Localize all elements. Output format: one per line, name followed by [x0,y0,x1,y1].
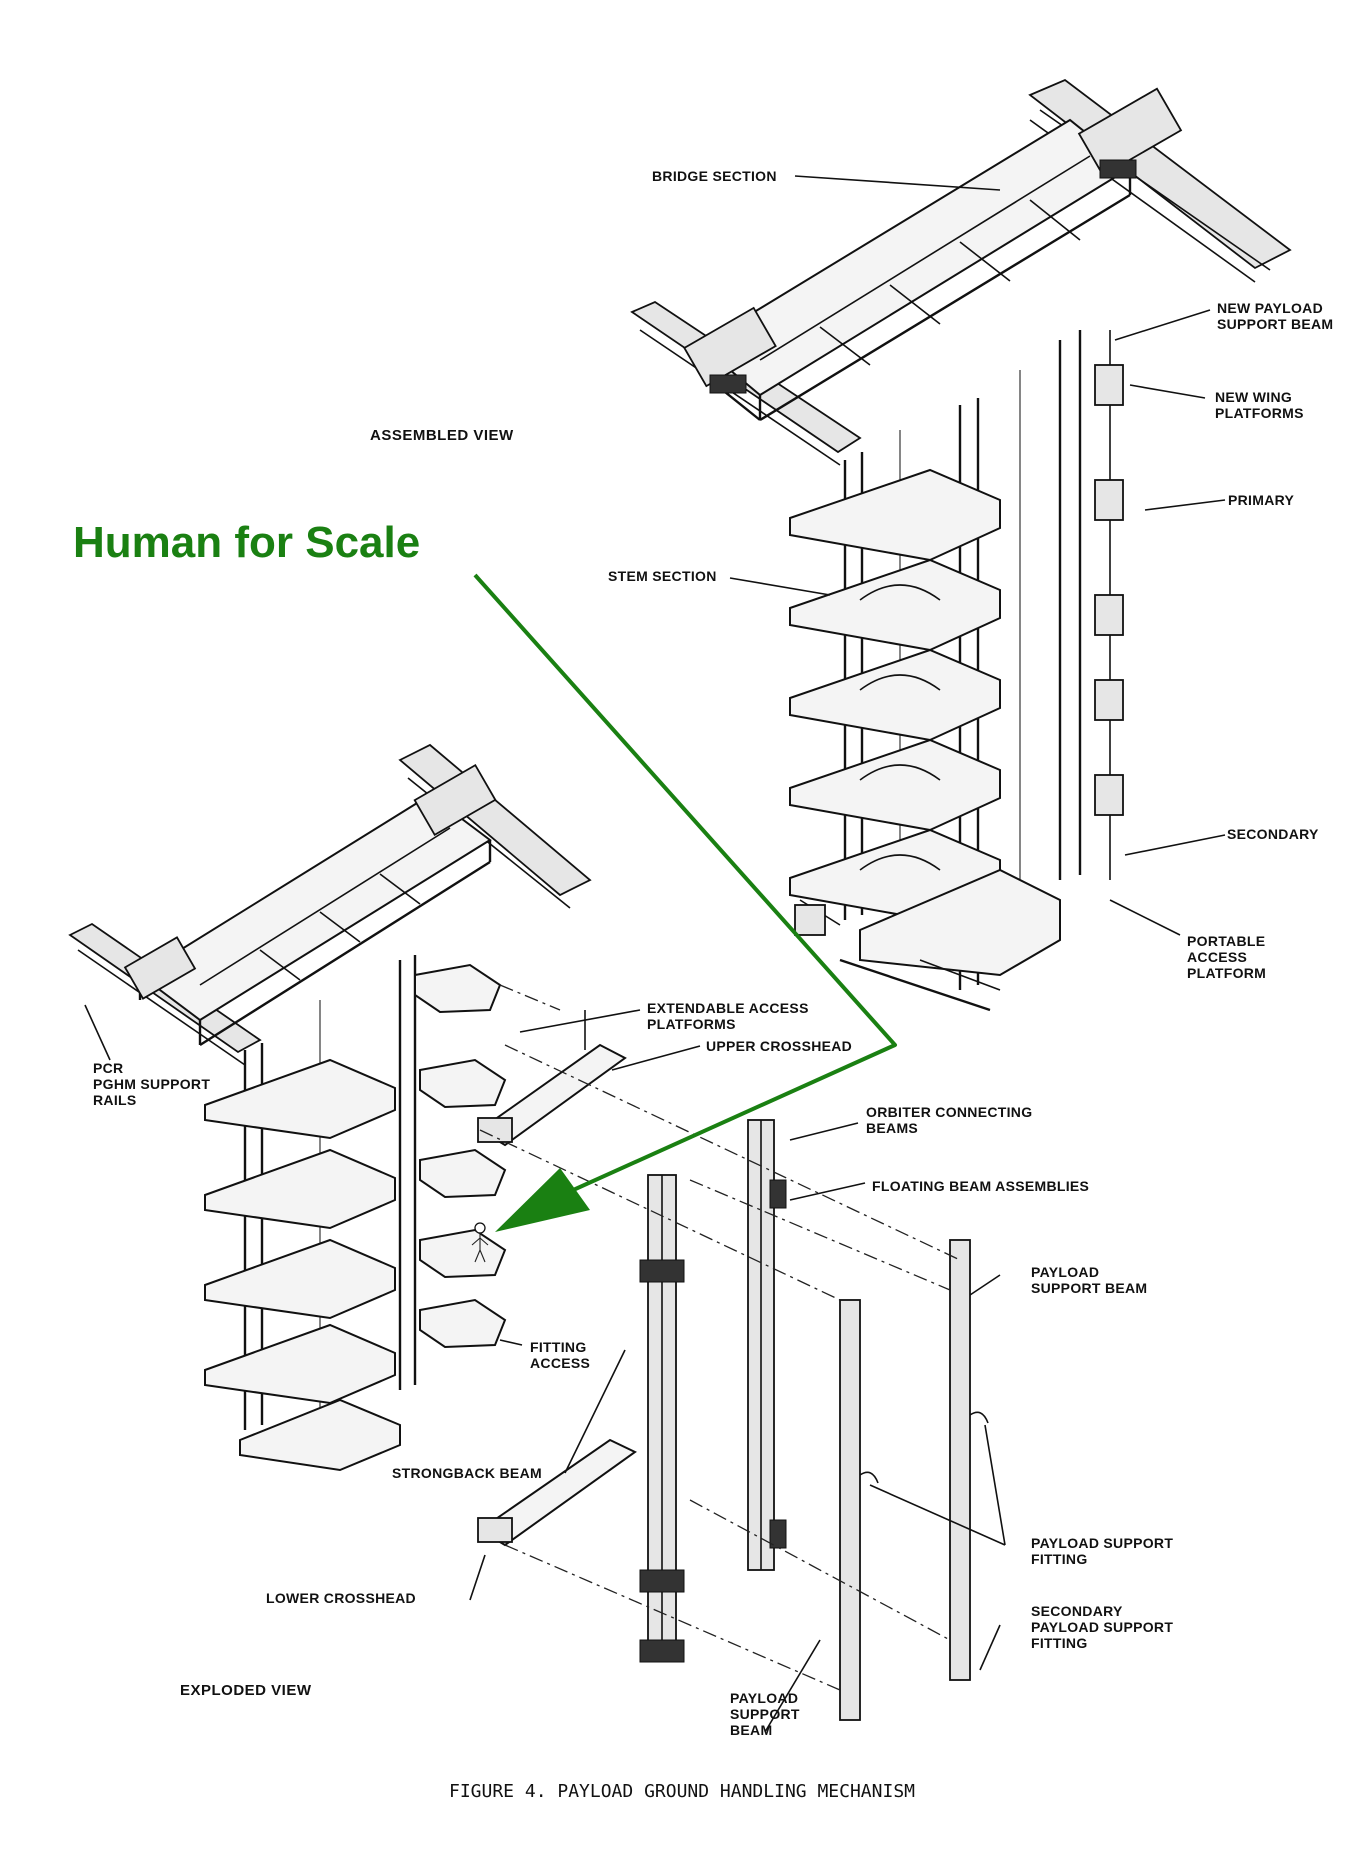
alignment-lines [479,984,961,1691]
label-lower-crosshead: LOWER CROSSHEAD [266,1590,416,1606]
exploded-view-structure [68,743,989,1721]
assembled-view-structure [630,78,1292,1012]
label-new-wing-platforms: NEW WING PLATFORMS [1215,389,1304,421]
label-upper-crosshead: UPPER CROSSHEAD [706,1038,852,1054]
label-strongback-beam: STRONGBACK BEAM [392,1465,542,1481]
payload-support-beam-shapes [839,1239,989,1721]
human-for-scale-annotation: Human for Scale [73,518,420,567]
assembled-base [794,868,1061,1012]
exploded-view-label: EXPLODED VIEW [180,1682,312,1699]
stem-platforms [789,468,1001,922]
label-fitting-access: FITTING ACCESS [530,1339,591,1371]
extendable-access-platform-shapes [414,963,507,1349]
human-figure-icon [471,1222,489,1263]
label-secondary-payload-support-fitting: SECONDARY PAYLOAD SUPPORT FITTING [1031,1603,1177,1651]
label-extendable-access-platforms: EXTENDABLE ACCESS PLATFORMS [647,1000,813,1032]
label-payload-support-beam-right: PAYLOAD SUPPORT BEAM [1031,1264,1147,1296]
exploded-stem-platforms [204,1058,401,1472]
scale-arrow [473,573,897,1232]
bridge-frame [683,87,1183,422]
label-floating-beam-assemblies: FLOATING BEAM ASSEMBLIES [872,1178,1089,1194]
leader-lines [84,175,1226,1733]
label-payload-support-beam-bottom: PAYLOAD SUPPORT BEAM [730,1690,804,1738]
label-orbiter-connecting-beams: ORBITER CONNECTING BEAMS [866,1104,1037,1136]
label-primary: PRIMARY [1228,492,1295,508]
label-secondary: SECONDARY [1227,826,1319,842]
assembled-view-label: ASSEMBLED VIEW [370,427,514,444]
label-payload-support-fitting: PAYLOAD SUPPORT FITTING [1031,1535,1177,1567]
orbiter-connecting-beam-shape [747,1119,787,1571]
lower-crosshead-shape [477,1438,637,1547]
label-portable-access-platform: PORTABLE ACCESS PLATFORM [1187,933,1270,981]
strongback-beam-shape [639,1174,685,1663]
label-new-payload-support-beam: NEW PAYLOAD SUPPORT BEAM [1217,300,1333,332]
new-wing-platforms-shapes [1094,364,1124,816]
label-pcr-pghm-support-rails: PCR PGHM SUPPORT RAILS [93,1060,214,1108]
label-stem-section: STEM SECTION [608,568,717,584]
exploded-bridge-frame [123,763,497,1047]
upper-crosshead-shape [477,1010,627,1147]
figure-caption: FIGURE 4. PAYLOAD GROUND HANDLING MECHAN… [449,1781,915,1802]
label-bridge-section: BRIDGE SECTION [652,168,777,184]
